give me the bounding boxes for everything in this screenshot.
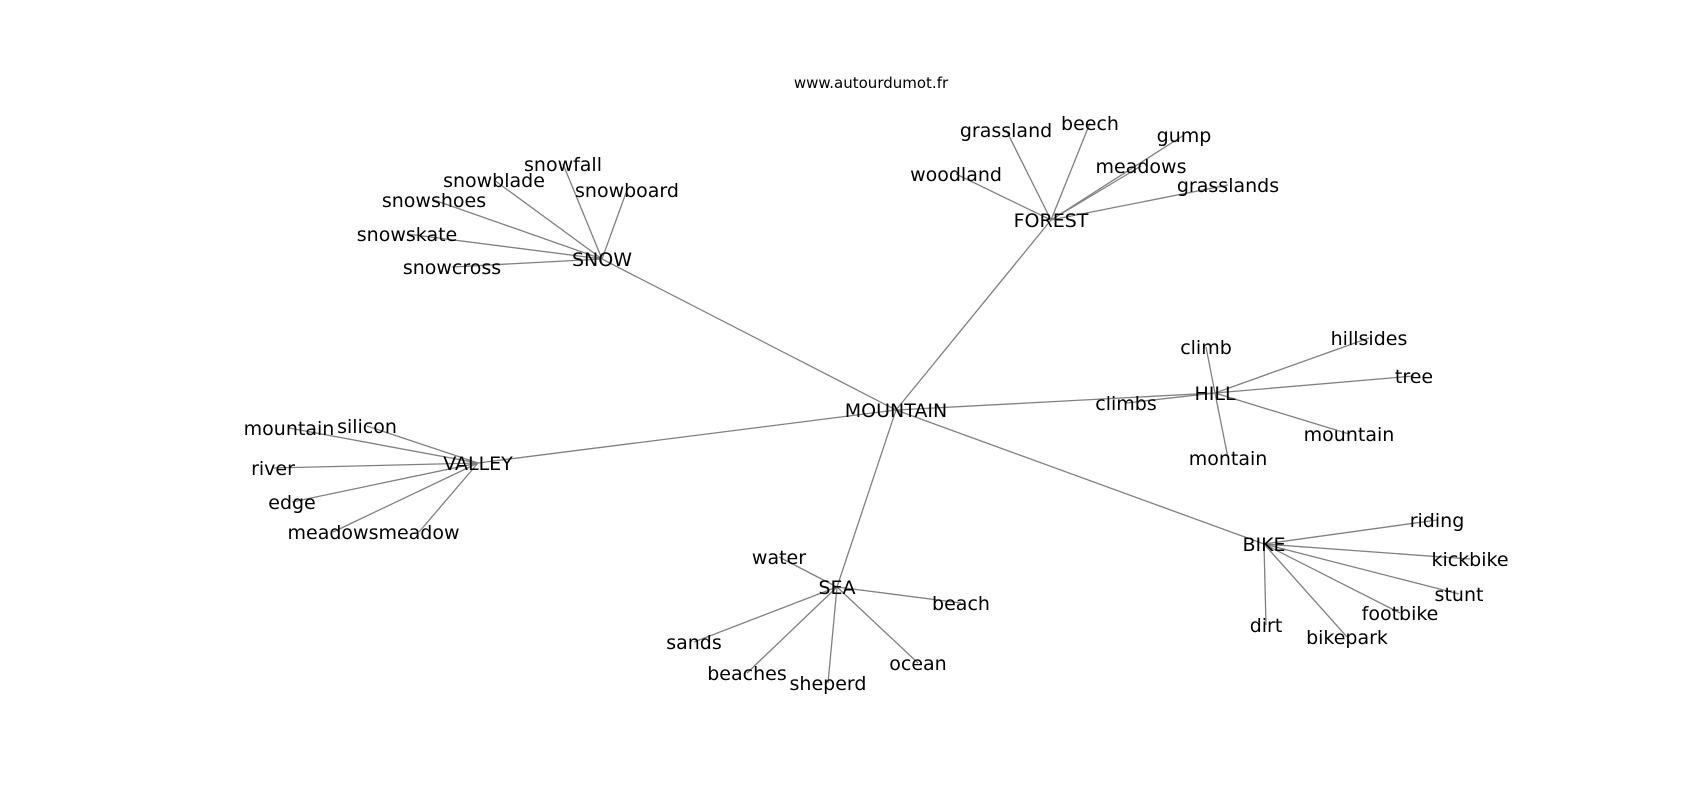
node-hill-montain: montain (1189, 448, 1268, 470)
node-valley-edge: edge (268, 492, 316, 514)
node-hill: HILL (1194, 383, 1235, 405)
node-sea: SEA (818, 577, 855, 599)
edge-hill-tree (1214, 375, 1415, 394)
edge-mountain-forest (895, 219, 1052, 411)
edge-sea-water (778, 556, 838, 588)
edge-snow-snowskate (406, 233, 603, 260)
edge-mountain-bike (895, 409, 1265, 545)
edge-sea-sheperd (827, 586, 838, 684)
edge-forest-woodland (955, 173, 1052, 221)
node-snow-snowboard: snowboard (575, 180, 679, 202)
edge-hill-montain (1214, 392, 1229, 459)
node-forest-grasslands: grasslands (1177, 175, 1279, 197)
edge-valley-meadow (418, 462, 479, 533)
edge-snow-snowshoes (433, 199, 603, 260)
edge-snow-snowboard (601, 189, 628, 260)
node-snow-snowskate: snowskate (357, 224, 457, 246)
node-bike-kickbike: kickbike (1431, 549, 1508, 571)
edge-forest-gump (1050, 134, 1185, 221)
node-forest-grassland: grassland (960, 120, 1052, 142)
node-sea-sands: sands (666, 632, 722, 654)
edge-bike-footbike (1263, 543, 1401, 614)
node-snow-snowblade: snowblade (443, 170, 545, 192)
node-bike-riding: riding (1410, 510, 1465, 532)
node-forest-beech: beech (1061, 113, 1119, 135)
graph-edges (272, 122, 1471, 684)
edge-valley-meadows (332, 462, 479, 533)
edge-snow-snowblade (493, 179, 603, 260)
node-sea-ocean: ocean (889, 653, 946, 675)
node-valley-river: river (251, 458, 295, 480)
edge-hill-climb (1205, 346, 1216, 394)
edge-sea-ocean (836, 586, 919, 664)
edge-bike-bikepark (1263, 543, 1348, 638)
edge-mountain-sea (836, 409, 897, 588)
edge-mountain-snow (601, 258, 897, 411)
node-sea-water: water (752, 547, 806, 569)
node-bike-bikepark: bikepark (1306, 627, 1388, 649)
node-forest-meadows: meadows (1096, 156, 1187, 178)
node-snow-snowshoes: snowshoes (382, 190, 486, 212)
edge-bike-riding (1263, 519, 1438, 545)
edge-mountain-valley (477, 409, 897, 464)
node-bike: BIKE (1242, 534, 1285, 556)
node-hill-climbs: climbs (1095, 393, 1156, 415)
node-valley: VALLEY (443, 453, 513, 475)
node-bike-dirt: dirt (1250, 615, 1283, 637)
edge-bike-stunt (1263, 543, 1460, 595)
node-valley-meadow: meadow (378, 522, 459, 544)
edge-snow-snowfall (562, 163, 603, 260)
node-sea-sheperd: sheperd (790, 673, 867, 695)
node-valley-meadows: meadows (288, 522, 379, 544)
node-mountain: MOUNTAIN (845, 400, 947, 422)
node-bike-stunt: stunt (1435, 584, 1484, 606)
edge-valley-edge (291, 462, 479, 503)
node-snow-snowcross: snowcross (403, 257, 501, 279)
edge-sea-sands (693, 586, 838, 643)
node-hill-mountain: mountain (1304, 424, 1395, 446)
node-sea-beaches: beaches (707, 663, 786, 685)
edge-forest-grasslands (1050, 184, 1229, 221)
node-bike-footbike: footbike (1362, 603, 1439, 625)
node-snow-snowfall: snowfall (524, 154, 602, 176)
node-forest-gump: gump (1157, 125, 1212, 147)
edge-bike-dirt (1263, 543, 1267, 626)
node-sea-beach: beach (932, 593, 990, 615)
node-valley-silicon: silicon (337, 416, 397, 438)
edge-valley-silicon (366, 425, 479, 464)
edge-hill-hillsides (1214, 337, 1370, 394)
edge-hill-climbs (1125, 392, 1216, 404)
node-snow: SNOW (572, 249, 632, 271)
edge-mountain-hill (895, 392, 1216, 411)
edge-sea-beaches (746, 586, 838, 674)
node-hill-tree: tree (1395, 366, 1433, 388)
node-valley-mountain: mountain (244, 418, 335, 440)
edge-forest-grassland (1005, 129, 1052, 221)
node-forest-woodland: woodland (910, 164, 1002, 186)
edge-hill-mountain (1214, 392, 1350, 435)
edge-valley-river (272, 462, 479, 469)
edge-forest-beech (1050, 122, 1091, 221)
edge-bike-kickbike (1263, 543, 1471, 560)
edge-snow-snowcross (451, 258, 603, 268)
edge-forest-meadows (1050, 165, 1142, 221)
node-hill-hillsides: hillsides (1331, 328, 1408, 350)
node-hill-climb: climb (1180, 337, 1232, 359)
source-text: www.autourdumot.fr (794, 74, 949, 92)
edge-sea-beach (836, 586, 962, 604)
edge-valley-mountain (288, 427, 479, 464)
node-forest: FOREST (1014, 210, 1089, 232)
